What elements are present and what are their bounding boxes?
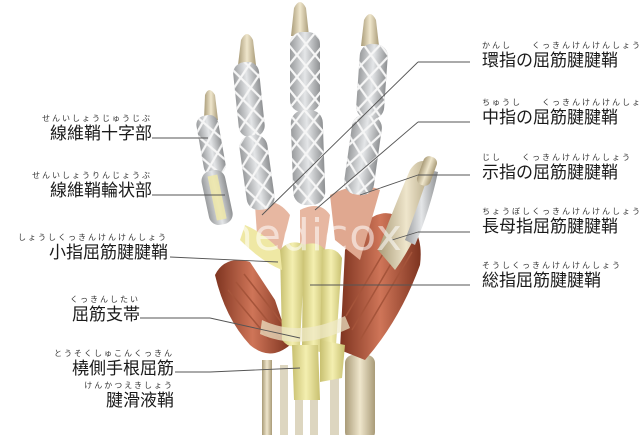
middle-finger (290, 2, 326, 206)
label-ruby: そうしくっきんけんけんしょう (482, 262, 622, 270)
label-flexor-retinaculum: くっきんしたい 屈筋支帯 (40, 296, 140, 324)
label-text: 屈筋支帯 (40, 307, 140, 324)
label-common-flexor-sheath: そうしくっきんけんけんしょう 総指屈筋腱腱鞘 (482, 262, 622, 290)
label-ruby: ちょうぼしくっきんけんけんしょう (482, 208, 640, 216)
label-ruby: せんいしょうりんじょうぶ (18, 172, 152, 180)
label-fpl-sheath: ちょうぼしくっきんけんけんしょう 長母指屈筋腱腱鞘 (482, 208, 640, 236)
label-fcr-sheath: とうそくしゅこんくっきん 橈側手根屈筋 けんかつえきしょう 腱滑液鞘 (14, 350, 174, 410)
label-ruby: じし くっきんけんけんしょう (482, 154, 632, 162)
label-ring-flexor-sheath: かんし くっきんけんけんしょう 環指の屈筋腱腱鞘 (482, 42, 640, 70)
label-ruby: せんいしょうじゅうじぶ (18, 115, 152, 123)
label-text: 環指の屈筋腱腱鞘 (482, 53, 640, 70)
label-text: 小指屈筋腱腱鞘 (4, 245, 168, 262)
little-finger (195, 90, 235, 227)
label-ruby: くっきんしたい (40, 296, 140, 304)
label-text: 中指の屈筋腱腱鞘 (482, 110, 640, 127)
label-text: 腱滑液鞘 (14, 393, 174, 410)
label-index-flexor-sheath: じし くっきんけんけんしょう 示指の屈筋腱腱鞘 (482, 154, 632, 182)
index-finger (343, 14, 389, 197)
label-little-flexor-sheath: しょうしくっきんけんけんしょう 小指屈筋腱腱鞘 (4, 234, 168, 262)
ring-finger (232, 34, 276, 212)
label-text: 線維鞘輪状部 (18, 183, 152, 200)
label-fibrous-cruciate: せんいしょうじゅうじぶ 線維鞘十字部 (18, 115, 152, 143)
label-text: 線維鞘十字部 (18, 126, 152, 143)
label-text: 橈側手根屈筋 (14, 361, 174, 378)
label-text: 総指屈筋腱腱鞘 (482, 273, 622, 290)
label-text: 長母指屈筋腱腱鞘 (482, 219, 640, 236)
label-middle-flexor-sheath: ちゅうし くっきんけんけんしょう 中指の屈筋腱腱鞘 (482, 99, 640, 127)
label-ruby: とうそくしゅこんくっきん (14, 350, 174, 358)
watermark: medicox (210, 210, 403, 261)
label-ruby: しょうしくっきんけんけんしょう (4, 234, 168, 242)
label-fibrous-annular: せんいしょうりんじょうぶ 線維鞘輪状部 (18, 172, 152, 200)
label-text: 示指の屈筋腱腱鞘 (482, 165, 632, 182)
label-ruby: ちゅうし くっきんけんけんしょう (482, 99, 640, 107)
label-ruby: けんかつえきしょう (14, 382, 174, 390)
label-ruby: かんし くっきんけんけんしょう (482, 42, 640, 50)
